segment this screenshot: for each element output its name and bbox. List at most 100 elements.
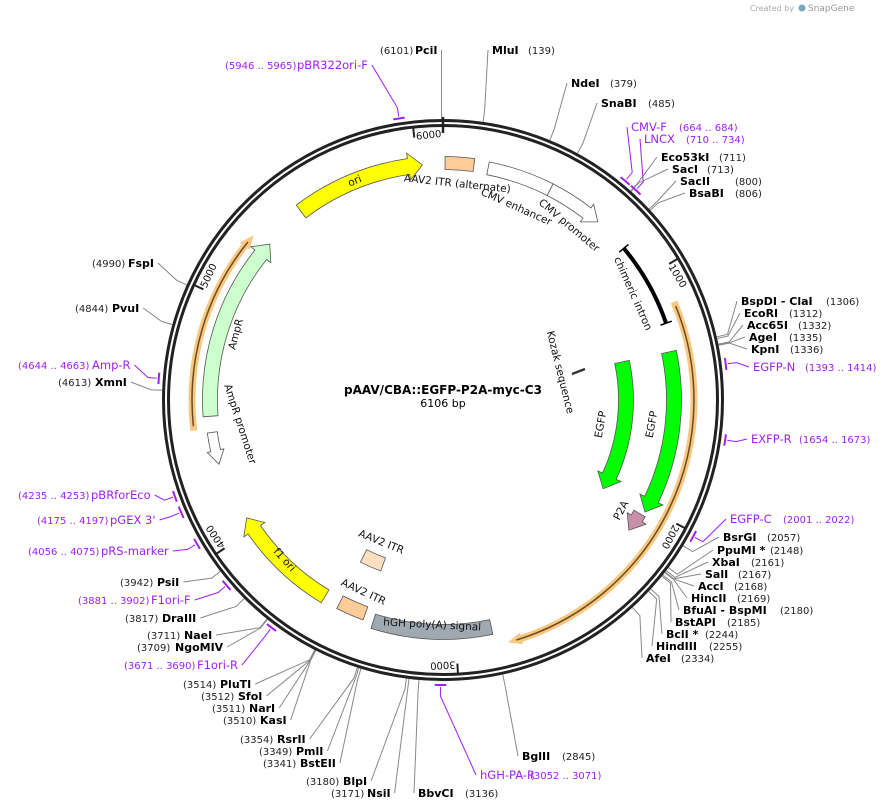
enzyme-site[interactable]: NarI(3511): [212, 702, 275, 715]
enzyme-site[interactable]: XmnI(4613): [58, 376, 127, 389]
enzyme-site[interactable]: PvuI(4844): [75, 302, 139, 315]
primer-name[interactable]: pGEX 3': [110, 513, 156, 527]
enzyme-site[interactable]: XbaI(2161): [712, 556, 784, 569]
enzyme-site[interactable]: AgeI(1335): [749, 331, 822, 344]
enzyme-site[interactable]: BspDI - ClaI(1306): [741, 295, 859, 308]
kozak-feature[interactable]: Kozak sequence: [544, 330, 586, 415]
enzyme-name[interactable]: DraIII: [162, 612, 196, 625]
enzyme-name[interactable]: HincII: [691, 592, 727, 605]
enzyme-site[interactable]: PluTI(3514): [183, 678, 251, 691]
egfp-outer-feature[interactable]: EGFP: [639, 349, 682, 513]
primer-site[interactable]: pGEX 3'(4175 .. 4197): [37, 506, 185, 528]
enzyme-site[interactable]: SacI(713): [672, 163, 734, 176]
enzyme-name[interactable]: PsiI: [157, 576, 179, 589]
enzyme-name[interactable]: KpnI: [751, 343, 779, 356]
primer-name[interactable]: pBRforEco: [91, 488, 151, 502]
p2a-feature-shape[interactable]: [626, 509, 647, 531]
enzyme-name[interactable]: PciI: [415, 44, 437, 57]
enzyme-name[interactable]: NdeI: [571, 77, 600, 90]
enzyme-site[interactable]: BglII(2845): [522, 750, 595, 763]
enzyme-site[interactable]: BfuAI - BspMI(2180): [683, 604, 813, 617]
f1-ori-feature-shape[interactable]: [243, 517, 330, 604]
ampr-feature-shape[interactable]: [202, 243, 272, 418]
enzyme-name[interactable]: Eco53kI: [661, 151, 709, 164]
enzyme-site[interactable]: EcoRI(1312): [744, 307, 822, 320]
enzyme-site[interactable]: HincII(2169): [691, 592, 770, 605]
primer-marker[interactable]: [689, 530, 697, 543]
enzyme-site[interactable]: KasI(3510): [223, 714, 287, 727]
enzyme-site[interactable]: NsiI(3171): [331, 787, 391, 800]
ampr-promoter-feature-shape[interactable]: [206, 431, 225, 465]
enzyme-name[interactable]: BfuAI - BspMI: [683, 604, 767, 617]
chimeric-intron-feature[interactable]: chimeric intron: [611, 243, 673, 332]
primer-name[interactable]: EGFP-N: [753, 360, 795, 374]
enzyme-site[interactable]: FspI(4990): [92, 257, 154, 270]
enzyme-name[interactable]: PluTI: [220, 678, 251, 691]
aav2-itr-inner-feature-shape[interactable]: [359, 549, 387, 572]
enzyme-name[interactable]: PmlI: [296, 745, 323, 758]
enzyme-site[interactable]: KpnI(1336): [751, 343, 823, 356]
enzyme-site[interactable]: BbvCI(3136): [418, 787, 498, 800]
egfp-outer-feature-shape[interactable]: [639, 349, 682, 513]
hgh-polya-feature[interactable]: hGH poly(A) signal: [370, 613, 494, 640]
enzyme-name[interactable]: SfoI: [238, 690, 262, 703]
primer-name[interactable]: pBR322ori-F: [297, 58, 368, 72]
enzyme-site[interactable]: PsiI(3942): [120, 576, 179, 589]
primer-marker[interactable]: [266, 623, 277, 632]
aav2-itr-alt-feature-shape[interactable]: [444, 156, 476, 172]
primer-marker[interactable]: [177, 506, 185, 519]
enzyme-name[interactable]: BstAPI: [675, 616, 716, 629]
primer-name[interactable]: LNCX: [644, 132, 675, 146]
enzyme-site[interactable]: BlpI(3180): [306, 775, 367, 788]
primer-name[interactable]: Amp-R: [92, 358, 131, 372]
primer-site[interactable]: EGFP-N(1393 .. 1414): [723, 357, 877, 374]
primer-site[interactable]: Amp-R(4644 .. 4663): [18, 358, 161, 385]
primer-site[interactable]: CMV-F(664 .. 684): [619, 120, 738, 186]
enzyme-site[interactable]: Eco53kI(711): [661, 151, 746, 164]
enzyme-name[interactable]: AccI: [698, 580, 724, 593]
f1-ori-feature[interactable]: f1 ori: [243, 517, 330, 604]
enzyme-name[interactable]: BstEII: [300, 757, 336, 770]
enzyme-site[interactable]: PciI(6101): [380, 44, 437, 57]
primer-marker[interactable]: [723, 357, 728, 371]
enzyme-name[interactable]: PvuI: [112, 302, 139, 315]
enzyme-name[interactable]: BglII: [522, 750, 550, 763]
primer-marker[interactable]: [221, 580, 232, 591]
enzyme-name[interactable]: EcoRI: [744, 307, 778, 320]
primer-marker[interactable]: [393, 116, 405, 121]
enzyme-site[interactable]: NgoMIV(3709): [137, 641, 224, 654]
enzyme-site[interactable]: SnaBI(485): [601, 97, 675, 110]
enzyme-site[interactable]: RsrII(3354): [240, 733, 306, 746]
enzyme-name[interactable]: AfeI: [646, 652, 671, 665]
enzyme-site[interactable]: BsrGI(2057): [723, 531, 800, 544]
aav2-itr-feature-shape[interactable]: [336, 595, 369, 621]
enzyme-name[interactable]: XbaI: [712, 556, 740, 569]
enzyme-site[interactable]: NdeI(379): [571, 77, 637, 90]
primer-name[interactable]: CMV-F: [631, 120, 667, 134]
primer-marker[interactable]: [723, 434, 727, 446]
enzyme-name[interactable]: BsrGI: [723, 531, 756, 544]
enzyme-name[interactable]: BbvCI: [418, 787, 454, 800]
enzyme-site[interactable]: SalI(2167): [705, 568, 771, 581]
enzyme-site[interactable]: BstEII(3341): [263, 757, 336, 770]
enzyme-site[interactable]: MluI(139): [492, 44, 555, 57]
kozak-shape[interactable]: [571, 367, 586, 376]
primer-marker[interactable]: [193, 538, 201, 550]
primer-name[interactable]: EGFP-C: [730, 512, 772, 526]
chimeric-intron-shape[interactable]: [622, 247, 668, 324]
enzyme-name[interactable]: BsaBI: [689, 187, 724, 200]
enzyme-name[interactable]: NgoMIV: [175, 641, 224, 654]
primer-name[interactable]: F1ori-R: [197, 658, 238, 672]
primer-name[interactable]: pRS-marker: [101, 544, 169, 558]
enzyme-name[interactable]: HindIII: [656, 640, 697, 653]
primer-site[interactable]: pBRforEco(4235 .. 4253): [18, 488, 178, 503]
enzyme-site[interactable]: AfeI(2334): [646, 652, 714, 665]
enzyme-name[interactable]: RsrII: [277, 733, 306, 746]
enzyme-name[interactable]: Acc65I: [747, 319, 788, 332]
primer-marker[interactable]: [157, 372, 161, 385]
enzyme-site[interactable]: BsaBI(806): [689, 187, 762, 200]
primer-name[interactable]: F1ori-F: [151, 593, 191, 607]
enzyme-name[interactable]: AgeI: [749, 331, 777, 344]
primer-site[interactable]: hGH-PA-R(3052 .. 3071): [434, 683, 602, 782]
